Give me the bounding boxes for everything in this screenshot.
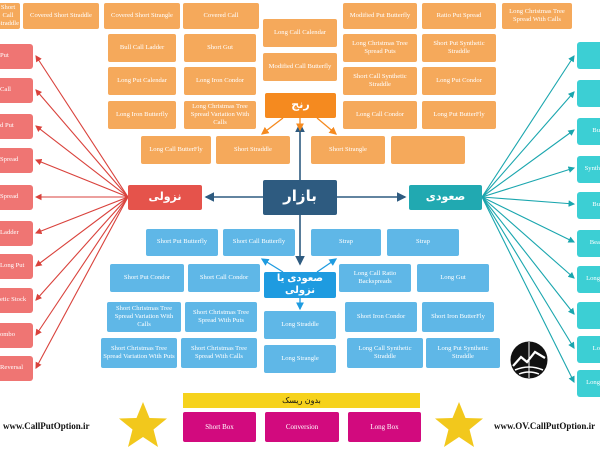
- either-strategy[interactable]: Strap: [311, 229, 381, 256]
- globe-logo-icon: [510, 341, 548, 379]
- range-strategy[interactable]: Covered Short Straddle: [23, 3, 99, 29]
- bullish-strategy[interactable]: Bu: [577, 118, 600, 145]
- either-strategy[interactable]: Short Christmas Tree Spread With Puts: [185, 302, 257, 332]
- risk-free-conversion[interactable]: Conversion: [265, 412, 339, 442]
- either-strategy[interactable]: Short Iron Condor: [345, 302, 417, 332]
- range-strategy[interactable]: Short Call Straddle: [0, 3, 20, 29]
- range-strategy[interactable]: Modified Call Butterfly: [263, 53, 337, 81]
- either-strategy[interactable]: Short Put Butterfly: [146, 229, 218, 256]
- bullish-strategy[interactable]: Bu: [577, 192, 600, 219]
- bullish-strategy[interactable]: Synth: [577, 156, 600, 183]
- range-strategy[interactable]: Covered Call: [183, 3, 259, 29]
- either-strategy[interactable]: Long Straddle: [264, 311, 336, 339]
- either-strategy[interactable]: Long Call Synthetic Straddle: [347, 338, 423, 368]
- bullish-strategy[interactable]: Bea: [577, 230, 600, 257]
- bullish-strategy[interactable]: Long: [577, 370, 600, 397]
- range-strategy[interactable]: Long Put Calendar: [108, 67, 176, 95]
- bullish-strategy[interactable]: [577, 302, 600, 329]
- bullish-strategy[interactable]: Lo: [577, 336, 600, 363]
- either-strategy[interactable]: Long Strangle: [264, 345, 336, 373]
- bullish-strategy[interactable]: Long: [577, 266, 600, 293]
- either-strategy[interactable]: Long Put Synthetic Straddle: [426, 338, 500, 368]
- either-strategy[interactable]: Long Gut: [417, 264, 489, 292]
- risk-free-short-box[interactable]: Short Box: [183, 412, 256, 442]
- risk-free-bar: بدون ریسک: [183, 393, 420, 408]
- range-strategy[interactable]: Ratio Put Spread: [422, 3, 496, 29]
- range-strategy[interactable]: Bull Call Ladder: [108, 34, 176, 62]
- either-strategy[interactable]: Short Christmas Tree Spread With Calls: [181, 338, 257, 368]
- bearish-strategy[interactable]: Call: [0, 78, 33, 103]
- either-hub[interactable]: صعودی یا نزولی: [264, 272, 336, 298]
- range-strategy[interactable]: Short Straddle: [216, 136, 290, 164]
- bearish-strategy[interactable]: etic Stock: [0, 288, 33, 313]
- range-strategy[interactable]: Short Strangle: [311, 136, 385, 164]
- website-right[interactable]: www.OV.CallPutOption.ir: [494, 414, 600, 438]
- range-strategy[interactable]: Short Gut: [184, 34, 256, 62]
- bearish-strategy[interactable]: Put: [0, 44, 33, 69]
- range-strategy[interactable]: Long Christmas Tree Spread Variation Wit…: [184, 101, 256, 129]
- range-strategy[interactable]: Long Iron Condor: [184, 67, 256, 95]
- range-strategy[interactable]: Short Call Synthetic Straddle: [343, 67, 417, 95]
- range-strategy[interactable]: Long Call Condor: [343, 101, 417, 129]
- bullish-hub[interactable]: صعودی: [409, 185, 482, 210]
- range-strategy[interactable]: Long Christmas Tree Spread Puts: [343, 34, 417, 62]
- star-icon: [119, 402, 167, 447]
- range-strategy[interactable]: Long Iron Butterfly: [108, 101, 176, 129]
- range-strategy[interactable]: Long Call ButterFly: [141, 136, 211, 164]
- range-hub[interactable]: رنج: [265, 93, 336, 118]
- website-left[interactable]: www.CallPutOption.ir: [0, 414, 103, 438]
- market-center[interactable]: بازار: [263, 180, 337, 215]
- either-strategy[interactable]: Short Christmas Tree Spread Variation Wi…: [101, 338, 177, 368]
- star-icon: [435, 402, 483, 447]
- range-strategy[interactable]: Short Put Synthetic Straddle: [422, 34, 496, 62]
- bearish-hub[interactable]: نزولی: [128, 185, 202, 210]
- range-strategy[interactable]: Long Call Calendar: [263, 19, 337, 47]
- either-strategy[interactable]: Strap: [387, 229, 459, 256]
- either-strategy[interactable]: Long Call Ratio Backspreads: [339, 264, 411, 292]
- risk-free-long-box[interactable]: Long Box: [348, 412, 421, 442]
- either-strategy[interactable]: Short Call Butterfly: [223, 229, 295, 256]
- range-strategy[interactable]: Long Put ButterFly: [422, 101, 496, 129]
- either-strategy[interactable]: Short Iron ButterFly: [422, 302, 494, 332]
- bearish-strategy[interactable]: Reversal: [0, 356, 33, 381]
- bearish-strategy[interactable]: ombo: [0, 323, 33, 348]
- bearish-strategy[interactable]: Spread: [0, 185, 33, 210]
- range-strategy[interactable]: Long Christmas Tree Spread With Calls: [502, 3, 572, 29]
- bearish-strategy[interactable]: Ladder: [0, 221, 33, 246]
- range-strategy[interactable]: Long Put Condor: [422, 67, 496, 95]
- range-strategy[interactable]: Modified Put Butterfly: [343, 3, 417, 29]
- bearish-strategy[interactable]: d Put: [0, 114, 33, 139]
- bearish-strategy[interactable]: Long Put: [0, 254, 33, 279]
- either-strategy[interactable]: Short Call Condor: [188, 264, 260, 292]
- either-strategy[interactable]: Short Put Condor: [110, 264, 184, 292]
- range-strategy[interactable]: Covered Short Strangle: [104, 3, 180, 29]
- bearish-strategy[interactable]: Spread: [0, 148, 33, 173]
- either-strategy[interactable]: Short Christmas Tree Spread Variation Wi…: [107, 302, 181, 332]
- bullish-strategy[interactable]: [577, 42, 600, 69]
- range-strategy[interactable]: [391, 136, 465, 164]
- bullish-strategy[interactable]: [577, 80, 600, 107]
